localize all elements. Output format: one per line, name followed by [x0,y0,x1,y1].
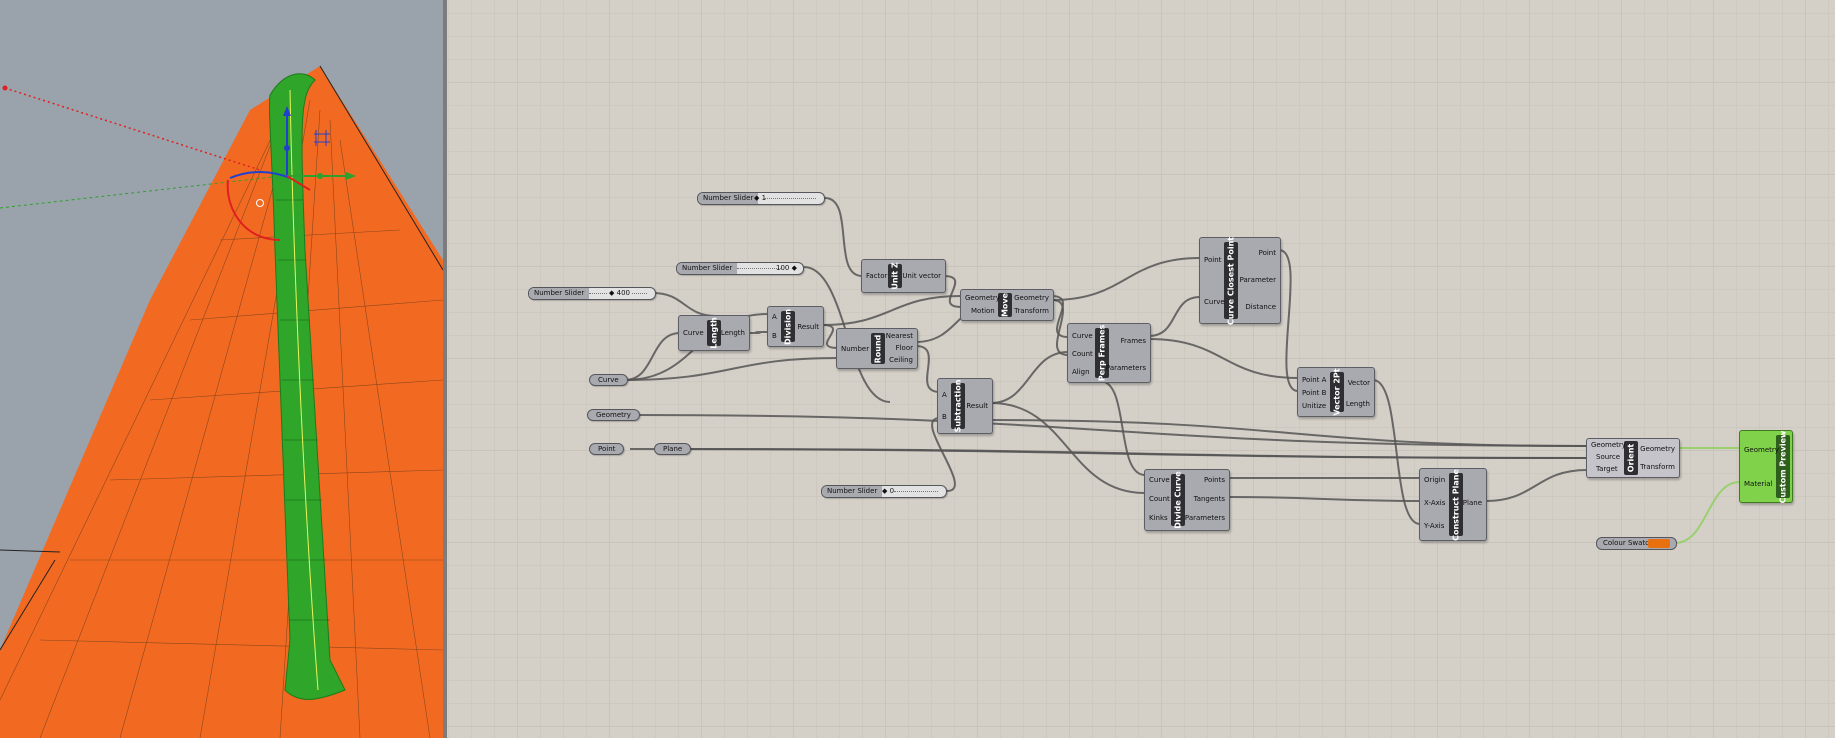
output-port-vector[interactable]: Vector [1347,379,1370,387]
output-port-distance[interactable]: Distance [1245,303,1276,311]
slider-2-value: 100 ◆ [776,264,797,272]
slider-3-value: ◆ 400 [607,288,632,299]
input-port-geometry[interactable]: Geometry [1591,441,1626,449]
surface-edges [0,65,443,651]
number-slider-4[interactable]: Number Slider ◆ 0 [821,485,947,498]
output-port-floor[interactable]: Floor [895,344,913,352]
round-component[interactable]: Round Number Nearest Floor Ceiling [836,328,918,369]
output-port-ceiling[interactable]: Ceiling [889,356,913,364]
construct-plane-component[interactable]: Construct Plane Origin X-Axis Y-Axis Pla… [1419,468,1487,541]
input-port-unitize[interactable]: Unitize [1302,402,1327,410]
input-port-material[interactable]: Material [1744,480,1773,488]
output-port-tangents[interactable]: Tangents [1193,495,1225,503]
move-component[interactable]: Move Geometry Motion Geometry Transform [960,289,1054,321]
input-port-a[interactable]: A [772,313,777,321]
input-port-curve[interactable]: Curve [683,329,704,337]
slider-1-value: ◆ 1 [754,194,767,202]
x-axis-line [4,87,261,171]
output-port-parameters[interactable]: Parameters [1184,514,1225,522]
input-port-source[interactable]: Source [1596,453,1621,461]
plane-param[interactable]: Plane [654,443,692,455]
custom-preview-component[interactable]: Custom Preview Geometry Material [1739,430,1793,503]
input-port-curve[interactable]: Curve [1204,298,1225,306]
length-component[interactable]: Length Curve Length [678,315,750,351]
input-port-y-axis[interactable]: Y-Axis [1424,522,1445,530]
input-port-point-b[interactable]: Point B [1302,389,1327,397]
output-port-plane[interactable]: Plane [1462,499,1482,507]
output-port-length[interactable]: Length [720,329,745,337]
unit-z-component[interactable]: Unit Z Factor Unit vector [861,259,946,293]
input-port-x-axis[interactable]: X-Axis [1424,499,1446,507]
output-port-transform[interactable]: Transform [1014,307,1049,315]
output-port-point[interactable]: Point [1258,249,1276,257]
output-port-geometry[interactable]: Geometry [1014,294,1049,302]
input-port-origin[interactable]: Origin [1424,476,1446,484]
orange-surface [0,66,443,738]
output-port-length[interactable]: Length [1345,400,1370,408]
slider-4-value: ◆ 0 [882,487,895,495]
orient-component[interactable]: Orient Geometry Source Target Geometry T… [1586,438,1680,478]
input-port-count[interactable]: Count [1072,350,1093,358]
output-port-parameters[interactable]: Parameters [1105,364,1146,372]
input-port-point[interactable]: Point [1204,256,1222,264]
input-port-align[interactable]: Align [1072,368,1090,376]
output-port-frames[interactable]: Frames [1120,337,1146,345]
input-port-motion[interactable]: Motion [971,307,995,315]
input-port-kinks[interactable]: Kinks [1149,514,1168,522]
path-curve [289,89,319,691]
output-port-unit-vector[interactable]: Unit vector [902,272,941,280]
vector-2pt-component[interactable]: Vector 2Pt Point A Point B Unitize Vecto… [1297,367,1375,417]
output-port-geometry[interactable]: Geometry [1640,445,1675,453]
input-port-geometry[interactable]: Geometry [965,294,1000,302]
output-port-points[interactable]: Points [1203,476,1225,484]
input-port-count[interactable]: Count [1149,495,1170,503]
small-frame-icon [314,130,330,146]
curve-param[interactable]: Curve [589,374,628,386]
input-port-number[interactable]: Number [841,345,870,353]
y-axis-line [0,174,291,209]
input-port-a[interactable]: A [942,391,947,399]
input-port-b[interactable]: B [772,332,777,340]
divide-curve-component[interactable]: Divide Curve Curve Count Kinks Points Ta… [1144,469,1230,531]
input-port-curve[interactable]: Curve [1149,476,1170,484]
panel-splitter[interactable] [443,0,447,738]
output-port-nearest[interactable]: Nearest [885,332,913,340]
division-component[interactable]: Division A B Result [767,306,824,347]
output-port-result[interactable]: Result [966,402,988,410]
geometry-param[interactable]: Geometry [587,409,640,421]
viewport-scene [0,65,443,738]
input-port-curve[interactable]: Curve [1072,332,1093,340]
input-port-geometry[interactable]: Geometry [1744,446,1779,454]
input-port-point-a[interactable]: Point A [1302,376,1327,384]
output-port-transform[interactable]: Transform [1640,463,1675,471]
perp-frames-component[interactable]: Perp Frames Curve Count Align Frames Par… [1067,323,1151,383]
number-slider-1[interactable]: Number Slider ◆ 1 [697,192,825,205]
green-sweep [268,73,346,700]
gumball-x-arrow [286,175,311,191]
origin-marker [2,85,8,91]
sweep-rings [276,199,330,621]
rhino-viewport[interactable] [0,0,443,738]
number-slider-2[interactable]: Number Slider 100 ◆ [676,262,804,275]
subtraction-component[interactable]: Subtraction A B Result [937,378,993,434]
swatch-color[interactable] [1648,539,1670,548]
curve-closest-point-component[interactable]: Curve Closest Point Point Curve Point Pa… [1199,236,1281,325]
output-port-parameter[interactable]: Parameter [1239,276,1276,284]
colour-swatch[interactable]: Colour Swatch [1596,537,1677,550]
input-port-b[interactable]: B [942,413,947,421]
gumball-blue-arc [229,171,291,179]
gumball-red-arc [226,179,281,241]
number-slider-3[interactable]: Number Slider ◆ 400 [528,287,656,300]
output-port-result[interactable]: Result [797,323,819,331]
point-param[interactable]: Point [589,443,625,455]
input-port-target[interactable]: Target [1596,465,1618,473]
input-port-factor[interactable]: Factor [866,272,888,280]
